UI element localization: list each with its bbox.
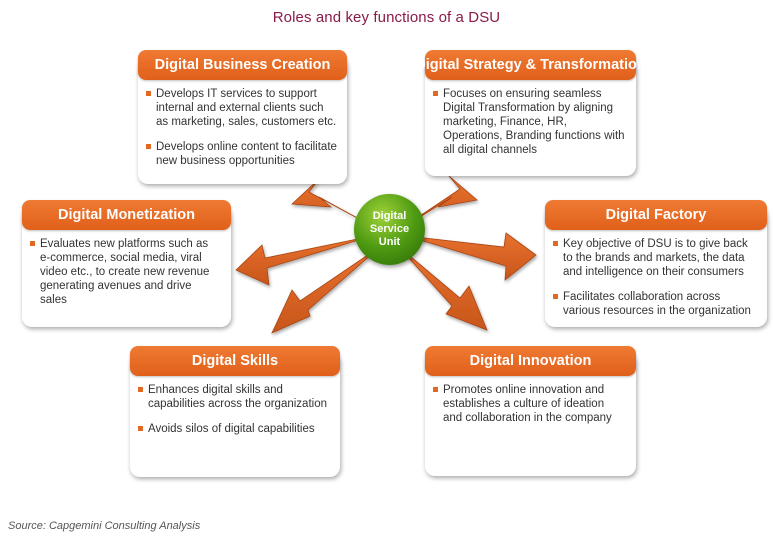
card-heading: Digital Factory <box>545 200 767 230</box>
arrow-to-strategy <box>395 175 478 233</box>
bullet-square-icon <box>433 91 438 96</box>
bullet-square-icon <box>146 91 151 96</box>
source-note: Source: Capgemini Consulting Analysis <box>8 520 201 532</box>
hub-label: Digital Service Unit <box>369 210 410 248</box>
card-body: Promotes online innovation and establish… <box>433 383 626 436</box>
card-body: Key objective of DSU is to give back to … <box>553 237 757 329</box>
list-item: Focuses on ensuring seamless Digital Tra… <box>433 87 626 157</box>
card-heading: Digital Business Creation <box>138 50 347 80</box>
card-heading: Digital Strategy & Transformation <box>415 50 646 80</box>
card-digital-business-creation: Digital Business Creation Develops IT se… <box>138 50 347 184</box>
card-digital-strategy-transformation: Digital Strategy & Transformation Focuse… <box>415 50 646 176</box>
card-digital-monetization: Digital Monetization Evaluates new platf… <box>22 200 231 327</box>
list-item: Develops online content to facilitate ne… <box>146 140 337 168</box>
card-body: Develops IT services to support internal… <box>146 87 337 179</box>
hub-digital-service-unit: Digital Service Unit <box>354 194 425 265</box>
bullet-square-icon <box>146 144 151 149</box>
card-heading: Digital Skills <box>130 346 340 376</box>
card-digital-innovation: Digital Innovation Promotes online innov… <box>425 346 636 476</box>
list-item: Key objective of DSU is to give back to … <box>553 237 757 279</box>
card-body: Focuses on ensuring seamless Digital Tra… <box>433 87 626 168</box>
page-title: Roles and key functions of a DSU <box>272 9 501 26</box>
bullet-square-icon <box>553 241 558 246</box>
list-item: Promotes online innovation and establish… <box>433 383 626 425</box>
card-heading: Digital Monetization <box>22 200 231 230</box>
list-item: Develops IT services to support internal… <box>146 87 337 129</box>
arrow-to-skills <box>271 245 382 334</box>
bullet-square-icon <box>553 294 558 299</box>
card-body: Evaluates new platforms such as e-commer… <box>30 237 221 318</box>
arrow-to-monetization <box>235 235 373 286</box>
list-item: Facilitates collaboration across various… <box>553 290 757 318</box>
card-body: Enhances digital skills and capabilities… <box>138 383 330 447</box>
bullet-square-icon <box>138 426 143 431</box>
arrow-to-factory <box>406 232 537 281</box>
bullet-square-icon <box>138 387 143 392</box>
bullet-square-icon <box>433 387 438 392</box>
list-item: Enhances digital skills and capabilities… <box>138 383 330 411</box>
card-digital-skills: Digital Skills Enhances digital skills a… <box>130 346 340 477</box>
arrow-to-business-creation <box>291 177 384 233</box>
bullet-square-icon <box>30 241 35 246</box>
arrow-to-innovation <box>397 245 488 331</box>
list-item: Avoids silos of digital capabilities <box>138 422 330 436</box>
card-heading: Digital Innovation <box>425 346 636 376</box>
list-item: Evaluates new platforms such as e-commer… <box>30 237 221 307</box>
card-digital-factory: Digital Factory Key objective of DSU is … <box>545 200 767 329</box>
